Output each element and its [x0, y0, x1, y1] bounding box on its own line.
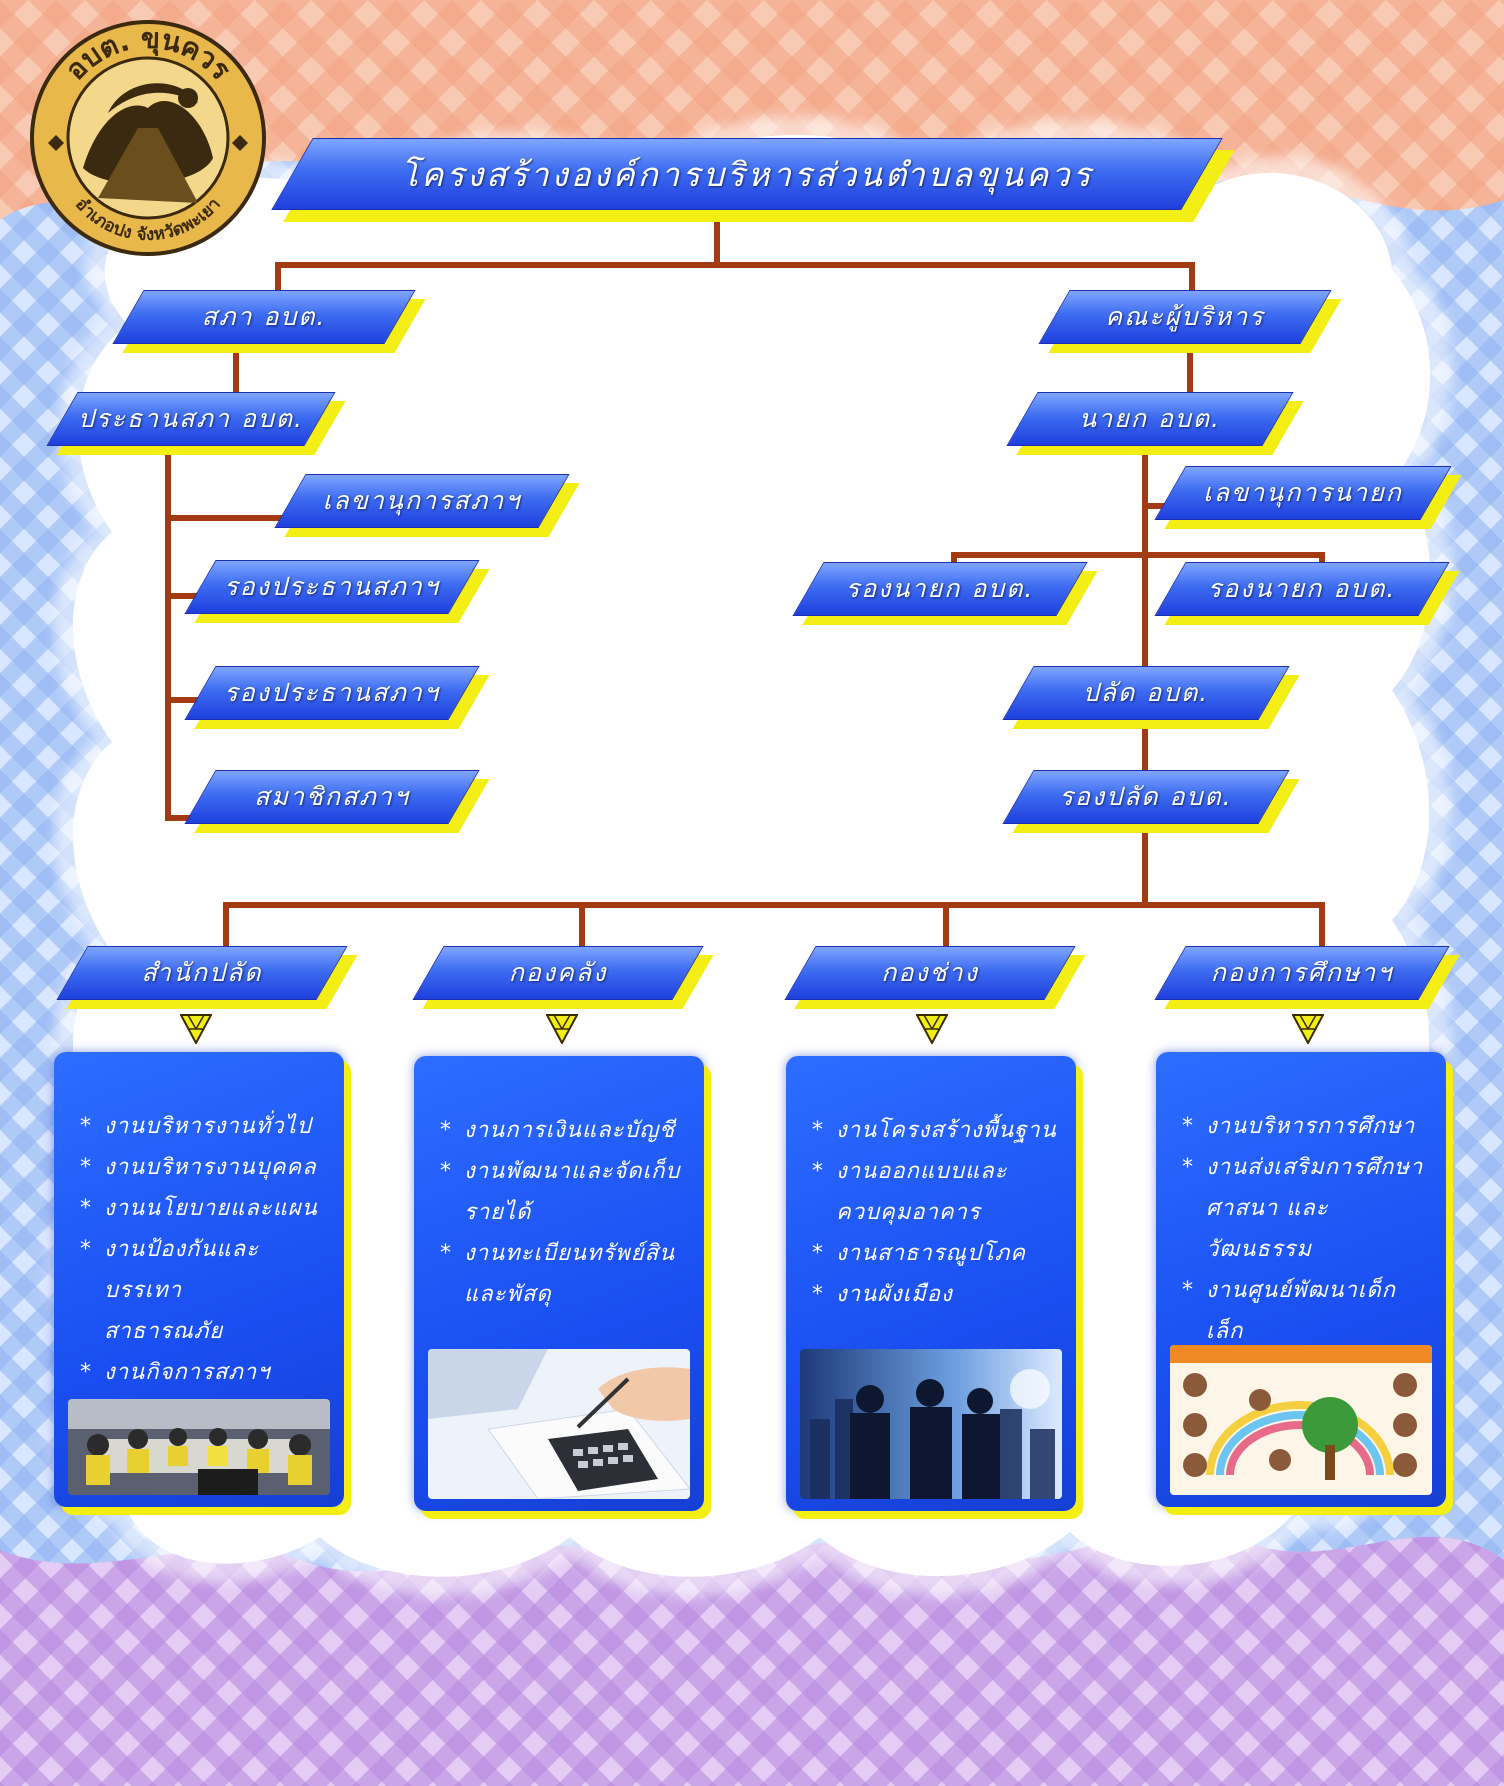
deputy-chief-administrator-box: รองปลัด อบต.	[1002, 770, 1300, 833]
task-item: งานสาธารณูปโภค	[812, 1233, 1062, 1274]
engineers-photo	[800, 1349, 1062, 1499]
mayor-box: นายก อบต.	[1006, 392, 1304, 455]
down-triangle-icon	[1292, 1014, 1324, 1044]
task-item: งานบริหารงานบุคคล	[80, 1147, 330, 1188]
task-item: งานออกแบบและ	[812, 1151, 1062, 1192]
task-item: งานส่งเสริมการศึกษา	[1182, 1147, 1432, 1188]
task-item: งานบริหารงานทั่วไป	[80, 1106, 330, 1147]
council-president-box: ประธานสภา อบต.	[46, 392, 346, 455]
task-item: งานผังเมือง	[812, 1274, 1062, 1315]
down-triangle-icon	[916, 1014, 948, 1044]
council-vice-president-1-box: รองประธานสภาฯ	[184, 560, 490, 623]
division-label-0: สำนักปลัด	[56, 946, 358, 1009]
task-item: งานทะเบียนทรัพย์สิน	[440, 1233, 690, 1274]
down-triangle-icon	[546, 1014, 578, 1044]
council-members-box: สมาชิกสภาฯ	[184, 770, 490, 833]
down-triangle-icon	[180, 1014, 212, 1044]
division-label-3: กองการศึกษาฯ	[1154, 946, 1460, 1009]
council-vice-president-2-box: รองประธานสภาฯ	[184, 666, 490, 729]
task-item: งานกิจการสภาฯ	[80, 1352, 330, 1393]
division-card-3: งานบริหารการศึกษางานส่งเสริมการศึกษาศาสน…	[1156, 1052, 1446, 1507]
task-item: งานป้องกันและบรรเทา	[80, 1229, 330, 1311]
calculator-photo	[428, 1349, 690, 1499]
task-list: งานบริหารงานทั่วไปงานบริหารงานบุคคลงานนโ…	[54, 1052, 344, 1434]
task-list: งานการเงินและบัญชีงานพัฒนาและจัดเก็บรายไ…	[414, 1056, 704, 1315]
mayor-secretary-box: เลขานุการนายก	[1154, 466, 1462, 529]
meeting-photo	[68, 1399, 330, 1495]
task-item: และพัสดุ	[464, 1282, 552, 1307]
division-card-1: งานการเงินและบัญชีงานพัฒนาและจัดเก็บรายไ…	[414, 1056, 704, 1511]
task-item: งานการเงินและบัญชี	[440, 1110, 690, 1151]
division-label-2: กองช่าง	[784, 946, 1086, 1009]
task-item: งานพัฒนาและจัดเก็บ	[440, 1151, 690, 1192]
task-item: ศาสนา และวัฒนธรรม	[1206, 1196, 1329, 1262]
organization-seal-logo: อบต. ขุนควร อำเภอปง จังหวัดพะเยา	[28, 18, 268, 258]
task-item: งานบริหารการศึกษา	[1182, 1106, 1432, 1147]
division-card-0: งานบริหารงานทั่วไปงานบริหารงานบุคคลงานนโ…	[54, 1052, 344, 1507]
task-list: งานโครงสร้างพื้นฐานงานออกแบบและควบคุมอาค…	[786, 1056, 1076, 1315]
org-structure-title: โครงสร้างองค์การบริหารส่วนตำบลขุนควร	[271, 138, 1235, 222]
task-item: รายได้	[464, 1200, 532, 1225]
council-box: สภา อบต.	[112, 290, 426, 353]
deputy-mayor-1-box: รองนายก อบต.	[792, 562, 1098, 625]
division-label-1: กองคลัง	[412, 946, 714, 1009]
deputy-mayor-2-box: รองนายก อบต.	[1154, 562, 1460, 625]
task-list: งานบริหารการศึกษางานส่งเสริมการศึกษาศาสน…	[1156, 1052, 1446, 1352]
executive-board-box: คณะผู้บริหาร	[1038, 290, 1342, 353]
division-card-2: งานโครงสร้างพื้นฐานงานออกแบบและควบคุมอาค…	[786, 1056, 1076, 1511]
chief-administrator-box: ปลัด อบต.	[1002, 666, 1300, 729]
council-secretary-box: เลขานุการสภาฯ	[274, 474, 580, 537]
task-item: งานนโยบายและแผน	[80, 1188, 330, 1229]
task-item: งานโครงสร้างพื้นฐาน	[812, 1110, 1062, 1151]
task-item: สาธารณภัย	[104, 1319, 224, 1344]
task-item: งานศูนย์พัฒนาเด็กเล็ก	[1182, 1270, 1432, 1352]
education-poster-image	[1170, 1345, 1432, 1495]
task-item: ควบคุมอาคาร	[836, 1200, 981, 1225]
